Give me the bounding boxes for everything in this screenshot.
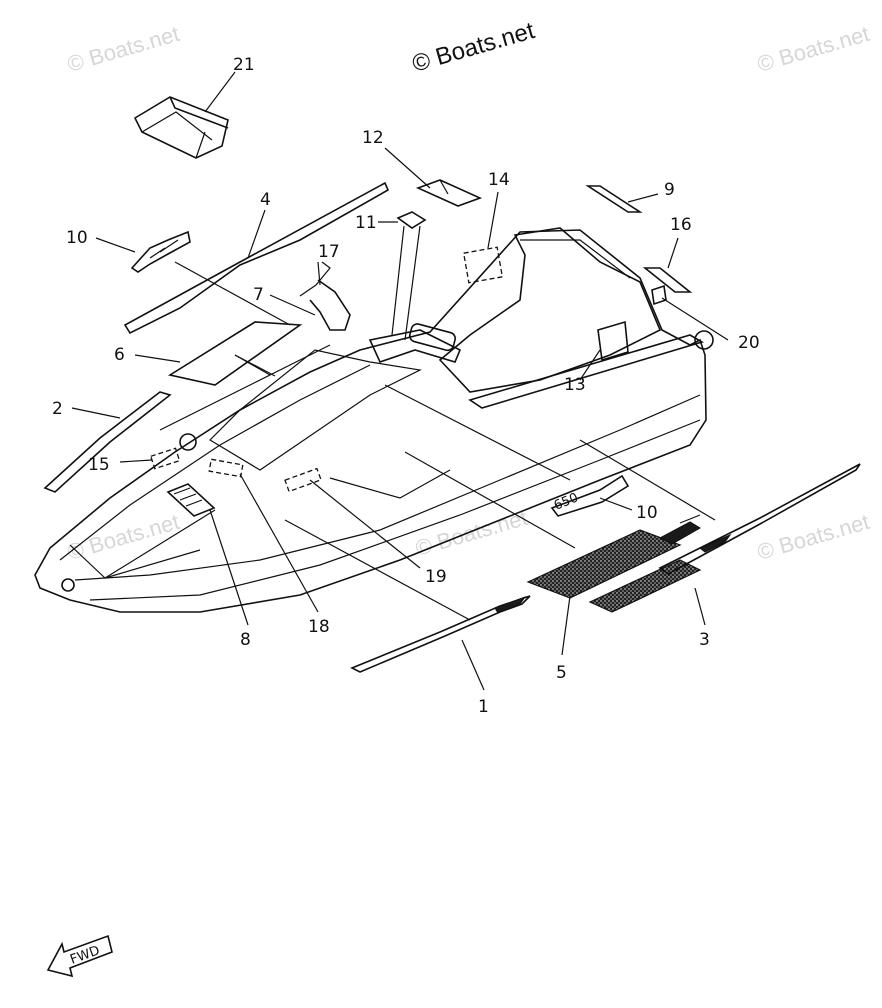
- part-10-emblem-hull: 650: [550, 474, 630, 517]
- part-14-label: [462, 246, 504, 284]
- callout-9: 9: [664, 180, 675, 200]
- callout-5: 5: [556, 663, 567, 683]
- callout-8: 8: [240, 630, 251, 650]
- watermark-top-right: © Boats.net: [754, 21, 872, 77]
- part-11-decal: [396, 211, 427, 229]
- part-20-decal: [651, 284, 667, 306]
- callout-12: 12: [362, 128, 384, 148]
- fwd-arrow-indicator: FWD: [46, 934, 113, 978]
- callout-11: 11: [355, 213, 377, 233]
- callout-3: 3: [699, 630, 710, 650]
- part-16-decal: [642, 267, 693, 293]
- callout-1: 1: [478, 697, 489, 717]
- watermark-main: © Boats.net: [409, 17, 538, 78]
- part-18-label: [208, 458, 244, 478]
- callout-4: 4: [260, 190, 271, 210]
- callout-20: 20: [738, 333, 760, 353]
- callout-15: 15: [88, 455, 110, 475]
- callout-6: 6: [114, 345, 125, 365]
- watermark-top-left: © Boats.net: [64, 21, 182, 77]
- part-13-decal: [597, 320, 629, 362]
- callout-10b: 10: [636, 503, 658, 523]
- callout-14: 14: [488, 170, 510, 190]
- part-5-stripe: [526, 514, 701, 599]
- hull-drawing: [34, 227, 714, 613]
- callout-16: 16: [670, 215, 692, 235]
- part-12-decal: [415, 179, 483, 207]
- callouts: 21 12 14 9 4 11 16 10 17 7 20 6 13 2 15 …: [52, 55, 760, 717]
- callout-19: 19: [425, 567, 447, 587]
- part-15-label: [149, 447, 181, 470]
- part-3-stripe: [588, 463, 861, 613]
- part-9-decal: [585, 185, 643, 213]
- part-1-stripe: [350, 595, 531, 673]
- callout-7: 7: [253, 285, 264, 305]
- part-19-label: [284, 467, 322, 493]
- callout-18: 18: [308, 617, 330, 637]
- callout-21: 21: [233, 55, 255, 75]
- part-2-stripe: [43, 391, 172, 493]
- fwd-label: FWD: [68, 943, 102, 967]
- leader-lines: [71, 71, 729, 691]
- callout-2: 2: [52, 399, 63, 419]
- callout-17: 17: [318, 242, 340, 262]
- part-8-emblem: [166, 483, 216, 517]
- part-10-emblem-top: [130, 230, 191, 273]
- part-21-pad: [133, 96, 229, 159]
- part-6-panel: [167, 321, 303, 386]
- part-4-stripe: [123, 181, 390, 335]
- callout-13: 13: [564, 375, 586, 395]
- callout-10a: 10: [66, 228, 88, 248]
